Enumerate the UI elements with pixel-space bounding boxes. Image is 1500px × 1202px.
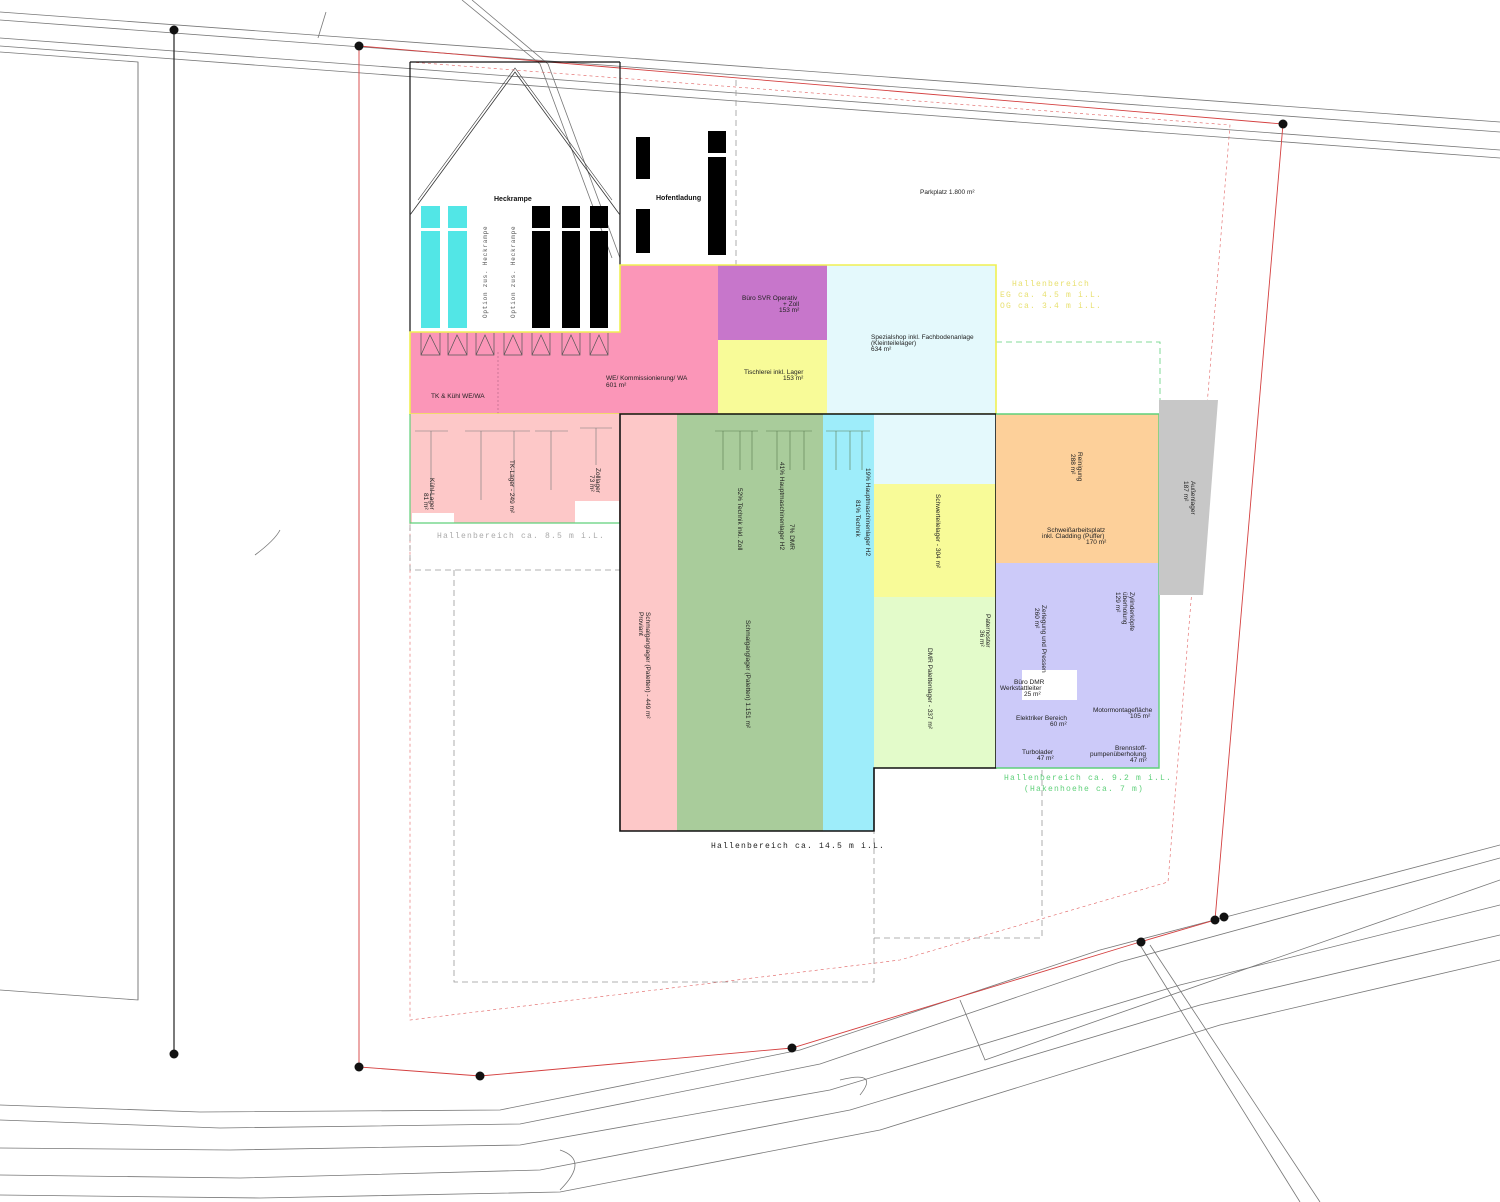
aussenlager-area <box>1159 400 1218 595</box>
zylinder-label-3: 129 m² <box>1114 592 1121 613</box>
dmr-paletten-label: DMR Palettenlager - 337 m² <box>926 648 933 730</box>
brenn-label-1: Brennstoff- <box>1115 745 1147 752</box>
paternoster-label-2: 36 m² <box>978 630 985 647</box>
aussenlager-label-1: Außenlager <box>1189 481 1196 515</box>
hall-85-label: Hallenbereich ca. 8.5 m i.L. <box>437 532 605 541</box>
buero-dmr-label-3: 25 m² <box>1024 691 1041 698</box>
schmalgang-1151-label: Schmalganglager (Paletten) 1.151 m² <box>744 620 751 729</box>
boundary-markers <box>169 25 1288 1081</box>
werkstatt-area <box>996 563 1159 768</box>
schmalgang-proviant-label-2: Proviant <box>637 612 644 636</box>
option-ramp-label-2: Option zus. Heckrampe <box>510 226 517 318</box>
zylinder-label-1: Zylinderköpfe <box>1128 592 1135 631</box>
schmalgang-main-area <box>677 414 823 831</box>
paternoster-label-1: Paternoster <box>984 614 991 648</box>
heckrampe-yard <box>409 61 621 332</box>
tk-kuehl-label: TK & Kühl WE/WA <box>431 393 485 400</box>
spezialshop-label-1: Spezialshop inkl. Fachbodenanlage <box>871 334 974 341</box>
tischlerei-area <box>718 340 827 414</box>
aussenlager-label-2: 187 m² <box>1182 481 1189 502</box>
spezialshop-label-2: (Kleinteilelager) <box>871 340 916 347</box>
zylinder-label-2: überholung <box>1121 592 1128 625</box>
upper-light-area <box>874 414 996 484</box>
hall-yellow-label-1: Hallenbereich <box>1012 280 1090 289</box>
upper-hall <box>409 264 997 415</box>
hall-92-label-2: (Hakenhoehe ca. 7 m) <box>1024 785 1144 794</box>
turbo-label-2: 47 m² <box>1037 755 1054 762</box>
reinigung-label-2: 288 m² <box>1069 454 1076 475</box>
elektriker-label-1: Elektriker Bereich <box>1016 715 1067 722</box>
buero-svr-label-3: 153 m² <box>779 307 800 314</box>
brenn-label-2: pumpenüberholung <box>1090 751 1146 758</box>
zoll-lager-label-2: 73 m² <box>588 475 595 492</box>
buero-svr-area <box>718 265 827 340</box>
dmr-7-label: 7% DMR <box>788 524 795 550</box>
turbo-label-1: Turbolader <box>1022 749 1054 756</box>
schweiss-label-2: inkl. Cladding (Puffer) <box>1042 533 1104 540</box>
cold-hall <box>409 414 670 524</box>
technik-81-label: 81% Technik <box>854 500 861 537</box>
hall-92-label-1: Hallenbereich ca. 9.2 m i.L. <box>1004 774 1172 783</box>
schwerteil-label: Schwerteilelager - 304 m² <box>934 494 941 569</box>
hauptmaschinen-area <box>823 414 874 831</box>
heckrampe-label: Heckrampe <box>494 196 532 203</box>
hall-yellow-label-3: OG ca. 3.4 m i.L. <box>1000 302 1102 311</box>
hall-145-label: Hallenbereich ca. 14.5 m i.L. <box>711 842 885 851</box>
buero-dmr-label-1: Büro DMR <box>1014 679 1045 686</box>
trucks-hofentladung <box>636 131 726 255</box>
tischlerei-label-2: 153 m² <box>783 375 804 382</box>
buero-dmr-label-2: Werkstattleiter <box>1000 685 1042 692</box>
buero-svr-label-2: + Zoll <box>783 301 800 308</box>
trucks-cold <box>421 206 467 328</box>
schwerteil-area <box>874 484 996 597</box>
we-area <box>410 265 718 414</box>
zerlegung-label-1: Zerlegung und Pressen <box>1040 605 1047 673</box>
kuehl-lager-label-1: Kühl-Lager <box>428 478 435 511</box>
schweiss-label-1: Schweißarbeitsplatz <box>1047 527 1105 534</box>
zerlegung-label-2: 260 m² <box>1033 608 1040 629</box>
schmalgang-proviant-label-1: Schmalganglager (Paletten) - 449 m² <box>644 612 651 719</box>
spezialshop-area <box>827 265 996 414</box>
zoll-lager-label-1: Zolllager <box>594 468 601 494</box>
option-ramp-label-1: Option zus. Heckrampe <box>482 226 489 318</box>
hauptmaschinen-41-label: 41% Hauptmaschinenlager H2 <box>778 462 785 551</box>
property-boundary <box>358 45 1284 1077</box>
tischlerei-label-1: Tischlerei inkl. Lager <box>744 369 804 376</box>
trucks-dry <box>532 206 608 328</box>
motor-label-2: 105 m² <box>1130 713 1151 720</box>
motor-label-1: Motormontagefläche <box>1093 707 1153 714</box>
reinigung-area <box>996 414 1159 563</box>
hofentladung-label: Hofentladung <box>656 195 701 202</box>
schweiss-label-3: 170 m² <box>1086 539 1107 546</box>
main-hall <box>619 413 997 832</box>
tk-lager-label: TK-Lager - 249 m² <box>508 460 515 514</box>
brenn-label-3: 47 m² <box>1130 757 1147 764</box>
elektriker-label-2: 60 m² <box>1050 721 1067 728</box>
dmr-paletten-area <box>874 597 996 768</box>
buero-svr-label-1: Büro SVR Operativ <box>742 295 798 302</box>
buero-dmr-area <box>1022 670 1077 700</box>
dock-doors <box>420 333 609 356</box>
dashed-green-outline <box>996 341 1161 414</box>
hauptmaschinen-19-label: 19% Hauptmaschinenlager H2 <box>864 468 871 557</box>
we-label-line2: 601 m² <box>606 382 627 389</box>
workshop-hall <box>996 413 1160 769</box>
kuehl-lager-label-2: 81 m² <box>422 493 429 510</box>
parkplatz-label: Parkplatz 1.800 m² <box>920 189 975 196</box>
reinigung-label-1: Reinigung <box>1076 452 1083 482</box>
schmalgang-proviant-area <box>620 414 677 831</box>
technik-52-label: 52% Technik inkl. Zoll <box>736 488 743 551</box>
hall-yellow-label-2: EG ca. 4.5 m i.L. <box>1000 291 1102 300</box>
we-label-line1: WE/ Kommissionierung/ WA <box>606 375 688 382</box>
spezialshop-label-3: 634 m² <box>871 346 892 353</box>
